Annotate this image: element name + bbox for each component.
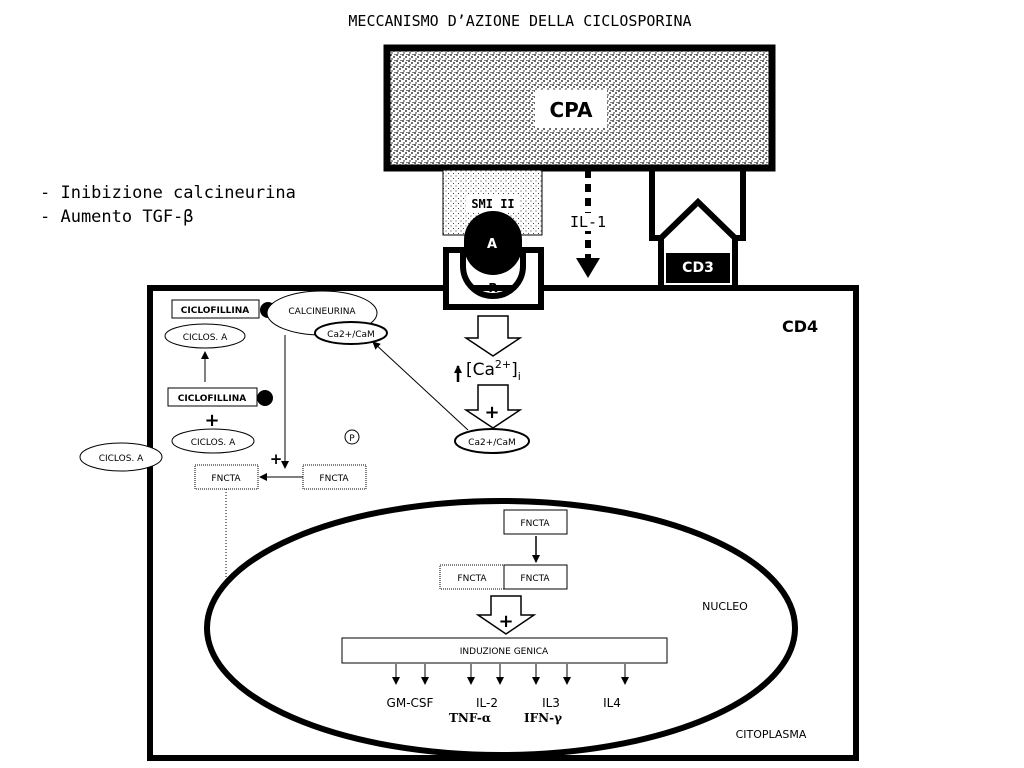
fncta-nuc-right-box — [503, 564, 568, 590]
fncta-nuc-left-label: FNCTA — [457, 574, 487, 584]
phosphate-label: P — [349, 434, 355, 444]
ca-signal-arrow — [463, 315, 523, 357]
ciclos-a-top-oval — [164, 323, 246, 349]
ciclos-a-top-label: CICLOS. A — [183, 333, 228, 343]
ciclofillina-dot — [257, 390, 273, 406]
ca-cam-free-label: Ca2+/CaM — [468, 438, 516, 448]
fncta-left-box — [194, 464, 259, 490]
plus-dephosphorylation: + — [270, 450, 283, 468]
antigen — [464, 211, 522, 275]
induzione-label: INDUZIONE GENICA — [460, 647, 549, 657]
ca-plus-sign: + — [484, 402, 499, 423]
ciclos-a-outside-oval — [79, 442, 163, 472]
fncta-left-label: FNCTA — [211, 474, 241, 484]
cpa-box — [383, 44, 776, 172]
ciclos-a-mid-oval — [171, 428, 255, 454]
gene-ifn-gamma: IFN-γ — [524, 711, 562, 725]
il1-label-bg — [565, 213, 613, 231]
ca-cam-bound-label: Ca2+/CaM — [327, 330, 375, 340]
ciclos-a-outside-label: CICLOS. A — [99, 454, 144, 464]
ciclofillina-label: CICLOFILLINA — [178, 394, 246, 404]
cd3-label: CD3 — [682, 260, 714, 276]
cpa-label-bg — [535, 90, 607, 128]
smi-label: SMI II — [471, 197, 514, 211]
antigen-label: A — [487, 237, 497, 252]
cpa-label: CPA — [550, 98, 594, 122]
cd4-label: CD4 — [782, 317, 818, 336]
ca-cam-bound-oval — [314, 321, 388, 345]
ciclofillina-box — [167, 387, 258, 407]
ciclofillina-bound-label: CICLOFILLINA — [181, 306, 249, 316]
ciclofillina-bound-box — [171, 299, 260, 319]
ca-cam-free-oval — [454, 428, 530, 454]
tcr-receptor — [443, 247, 544, 310]
fncta-nuc-top-box — [503, 509, 568, 535]
ca-cam-outline-arrow — [463, 384, 523, 429]
gene-il2: IL-2 — [476, 696, 498, 710]
induzione-box — [341, 637, 668, 664]
gene-tnf-alpha: TNF-α — [449, 711, 491, 725]
note-tgf: - Aumento TGF-β — [40, 207, 194, 227]
cd3-label-bg — [666, 253, 730, 283]
gene-gm-csf: GM-CSF — [387, 696, 434, 710]
il1-label: IL-1 — [570, 213, 606, 231]
fncta-nuc-right-label: FNCTA — [520, 574, 550, 584]
il1-arrowhead — [576, 258, 600, 278]
nucleo-label: NUCLEO — [702, 600, 748, 613]
fncta-right-label: FNCTA — [319, 474, 349, 484]
plus-combine: + — [204, 410, 219, 431]
phosphate-symbol — [344, 429, 360, 445]
smi-label-bg — [466, 195, 520, 213]
diagram-title: MECCANISMO D’AZIONE DELLA CICLOSPORINA — [348, 12, 691, 30]
gene-il3: IL3 — [542, 696, 560, 710]
cd4-cell — [147, 285, 859, 761]
arrow-cacam-to-complex — [372, 341, 469, 431]
receptor-label: R — [488, 281, 497, 295]
nucleus-outline-arrow — [475, 595, 537, 635]
plus-nucleus: + — [498, 611, 513, 632]
fncta-nuc-top-label: FNCTA — [520, 519, 550, 529]
ca-concentration: [Ca2+]i — [466, 358, 521, 383]
citoplasma-label: CITOPLASMA — [736, 728, 807, 741]
gene-il4: IL4 — [603, 696, 621, 710]
ciclos-a-mid-label: CICLOS. A — [191, 438, 236, 448]
calcineurina-label: CALCINEURINA — [288, 307, 356, 317]
note-calcineurin: - Inibizione calcineurina — [40, 183, 296, 203]
